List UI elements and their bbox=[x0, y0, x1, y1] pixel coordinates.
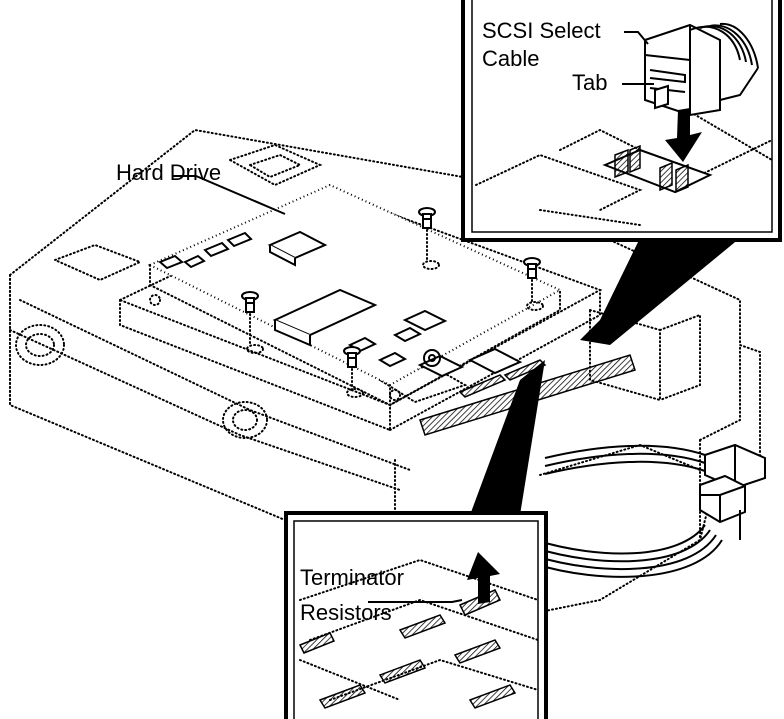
scsi-select-inset: SCSI Select Cable Tab bbox=[461, 0, 782, 242]
scsi-cable-label: Cable bbox=[482, 46, 539, 71]
down-arrow-icon bbox=[665, 108, 702, 162]
resistors-label: Resistors bbox=[300, 600, 392, 625]
hard-drive-label: Hard Drive bbox=[116, 160, 221, 185]
hard-drive-callout: Hard Drive bbox=[116, 160, 286, 215]
terminator-resistors-inset: Terminator Resistors bbox=[284, 511, 548, 719]
up-arrow-icon bbox=[467, 552, 500, 604]
screw bbox=[241, 291, 264, 354]
hard-drive-body bbox=[147, 183, 636, 436]
mounting-screws bbox=[241, 207, 544, 398]
tab-label: Tab bbox=[572, 70, 607, 95]
screw bbox=[523, 257, 544, 311]
screw bbox=[343, 346, 364, 398]
terminator-callout-pointer bbox=[470, 360, 545, 515]
scsi-select-header bbox=[602, 144, 713, 194]
screw bbox=[418, 207, 440, 270]
scsi-select-cable-connector bbox=[644, 22, 759, 117]
scsi-callout-pointer bbox=[580, 238, 740, 345]
scsi-select-label: SCSI Select bbox=[482, 18, 601, 43]
chassis-vent-left bbox=[15, 324, 65, 366]
scsi-ribbon-cable bbox=[534, 443, 766, 578]
terminator-label: Terminator bbox=[300, 565, 404, 590]
